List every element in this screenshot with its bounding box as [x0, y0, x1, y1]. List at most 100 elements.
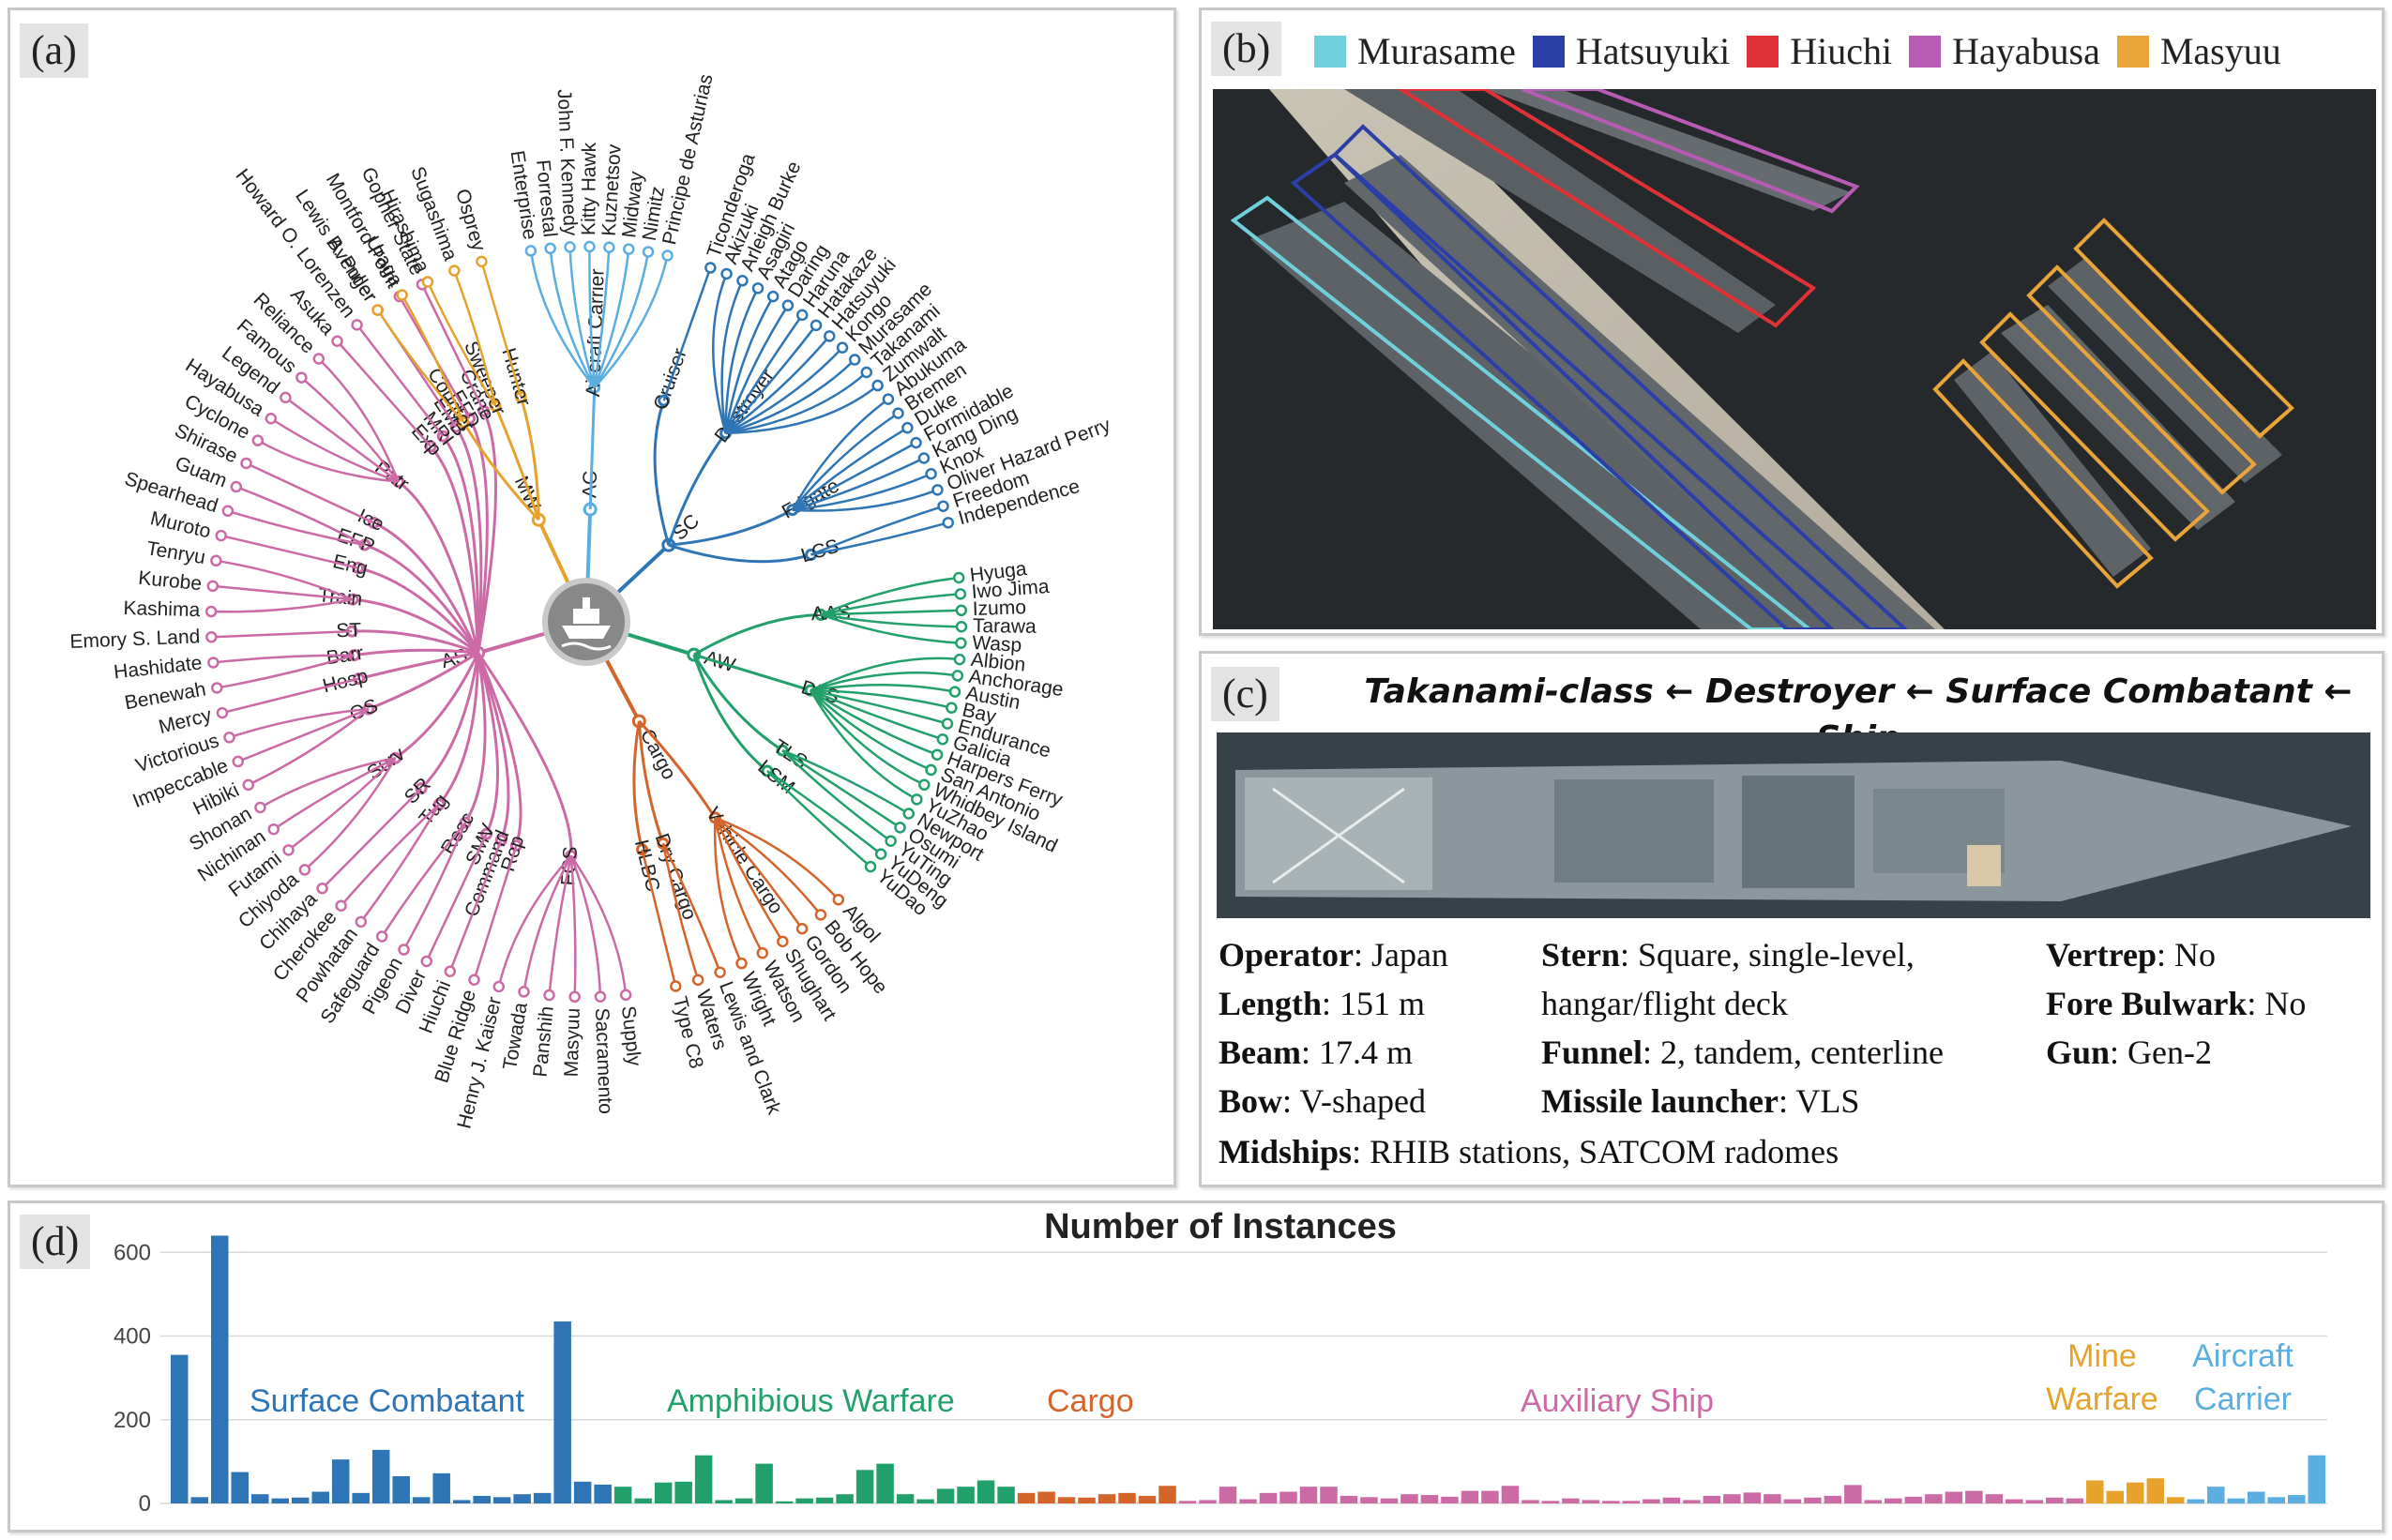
tree-leaf-node — [871, 379, 884, 392]
tree-edge — [425, 833, 488, 962]
bar — [694, 1455, 713, 1503]
bar — [1057, 1497, 1076, 1503]
tree-leaf-node — [918, 778, 931, 792]
y-tick-label: 600 — [114, 1240, 151, 1265]
tree-edge — [667, 432, 727, 546]
tree-edge — [463, 652, 487, 823]
bar — [1501, 1486, 1520, 1503]
tree-edge — [637, 720, 665, 844]
tree-edge — [358, 651, 478, 681]
tree-edge — [692, 654, 783, 752]
ship-closeup-image — [1217, 732, 2370, 918]
bar — [1118, 1492, 1136, 1503]
tree-edge — [549, 248, 596, 388]
bar — [1582, 1500, 1600, 1503]
bar — [2127, 1482, 2144, 1503]
detection-box-masyuu — [1932, 358, 2154, 589]
legend-item: Masyuu — [2116, 29, 2281, 73]
tree-edge — [357, 566, 479, 655]
bar — [2288, 1495, 2306, 1503]
legend-label: Hiuchi — [1790, 30, 1893, 72]
bar — [1400, 1494, 1418, 1503]
tree-edge — [216, 559, 354, 601]
bar — [674, 1481, 692, 1503]
legend-item: Murasame — [1314, 29, 1516, 73]
tree-edge — [454, 426, 483, 654]
bar — [936, 1488, 955, 1503]
tree-leaf-node — [564, 241, 576, 253]
tree-leaf-node — [902, 808, 916, 820]
tree-leaf-node — [420, 955, 432, 968]
tree-leaf-node — [911, 793, 923, 806]
bar — [2106, 1490, 2125, 1503]
tree-edge — [693, 653, 811, 692]
tree-edge — [462, 421, 540, 521]
detection-box-masyuu — [2026, 264, 2257, 495]
tree-label: Izumo — [972, 596, 1026, 620]
tree-leaf-node — [848, 354, 861, 366]
tree-edge — [668, 508, 794, 547]
panel-a-label: (a) — [20, 23, 88, 78]
bar — [2086, 1480, 2104, 1503]
tree-leaf-node — [205, 631, 218, 643]
spec-fore-bulwark: Fore Bulwark: No — [2046, 985, 2307, 1022]
tree-edge — [394, 652, 480, 760]
panel-b-label: (b) — [1211, 22, 1282, 76]
tree-edge — [724, 314, 804, 434]
bar — [2146, 1478, 2165, 1503]
legend-item: Hatsuyuki — [1532, 29, 1730, 73]
tree-edge — [368, 651, 479, 711]
tree-edge — [245, 461, 374, 524]
tree-edge — [354, 648, 478, 657]
tree-edge — [668, 543, 811, 564]
spec-missile-launcher: Missile launcher: VLS — [1541, 1082, 1860, 1120]
bar — [392, 1476, 410, 1503]
bar — [1844, 1485, 1862, 1503]
tree-edge — [569, 855, 577, 997]
tree-leaf-node — [210, 554, 222, 567]
bar — [1279, 1491, 1297, 1503]
tree-edge — [641, 849, 677, 987]
tree-edge — [810, 688, 944, 741]
bar — [1925, 1494, 1943, 1503]
tree-leaf-node — [232, 755, 245, 768]
bar — [250, 1494, 269, 1503]
spec-midships: Midships: RHIB stations, SATCOM radomes — [1219, 1133, 1839, 1170]
tree-edge — [213, 654, 355, 664]
spec-vertrep: Vertrep: No — [2046, 936, 2216, 974]
detection-box-masyuu — [2073, 218, 2294, 439]
bar — [1017, 1492, 1036, 1503]
tree-leaf-node — [720, 267, 733, 280]
tree-edge — [588, 247, 596, 388]
bar — [1441, 1496, 1459, 1503]
bar — [1239, 1499, 1257, 1503]
tree-label: Masyuu — [561, 1007, 584, 1077]
tree-edge — [810, 683, 956, 693]
bar — [412, 1497, 431, 1503]
bar — [1320, 1487, 1338, 1503]
tree-edge — [662, 267, 712, 401]
tree-edge — [714, 817, 804, 929]
bar — [2248, 1491, 2265, 1503]
panel-d-label: (d) — [20, 1215, 91, 1269]
tree-leaf-node — [295, 371, 308, 384]
detection-box-hatsuyuki — [1332, 124, 1908, 629]
tree-leaf-node — [714, 966, 726, 978]
bar — [513, 1494, 531, 1503]
tree-edge — [820, 613, 961, 628]
bar — [1764, 1494, 1781, 1503]
bar — [473, 1495, 491, 1503]
tree-leaf-node — [951, 670, 964, 682]
tree-leaf-node — [894, 822, 906, 834]
bar — [190, 1497, 208, 1503]
tree-leaf-node — [371, 304, 384, 316]
tree-label: Emory S. Land — [69, 626, 201, 653]
tree-edge — [724, 325, 818, 434]
tree-edge — [429, 445, 480, 654]
tree-label: Tarawa — [973, 615, 1037, 638]
tree-edge — [473, 845, 518, 981]
bar — [1037, 1491, 1055, 1503]
tree-edge — [211, 597, 354, 613]
tree-label: Tenryu — [145, 537, 207, 568]
legend-swatch — [2116, 35, 2149, 68]
